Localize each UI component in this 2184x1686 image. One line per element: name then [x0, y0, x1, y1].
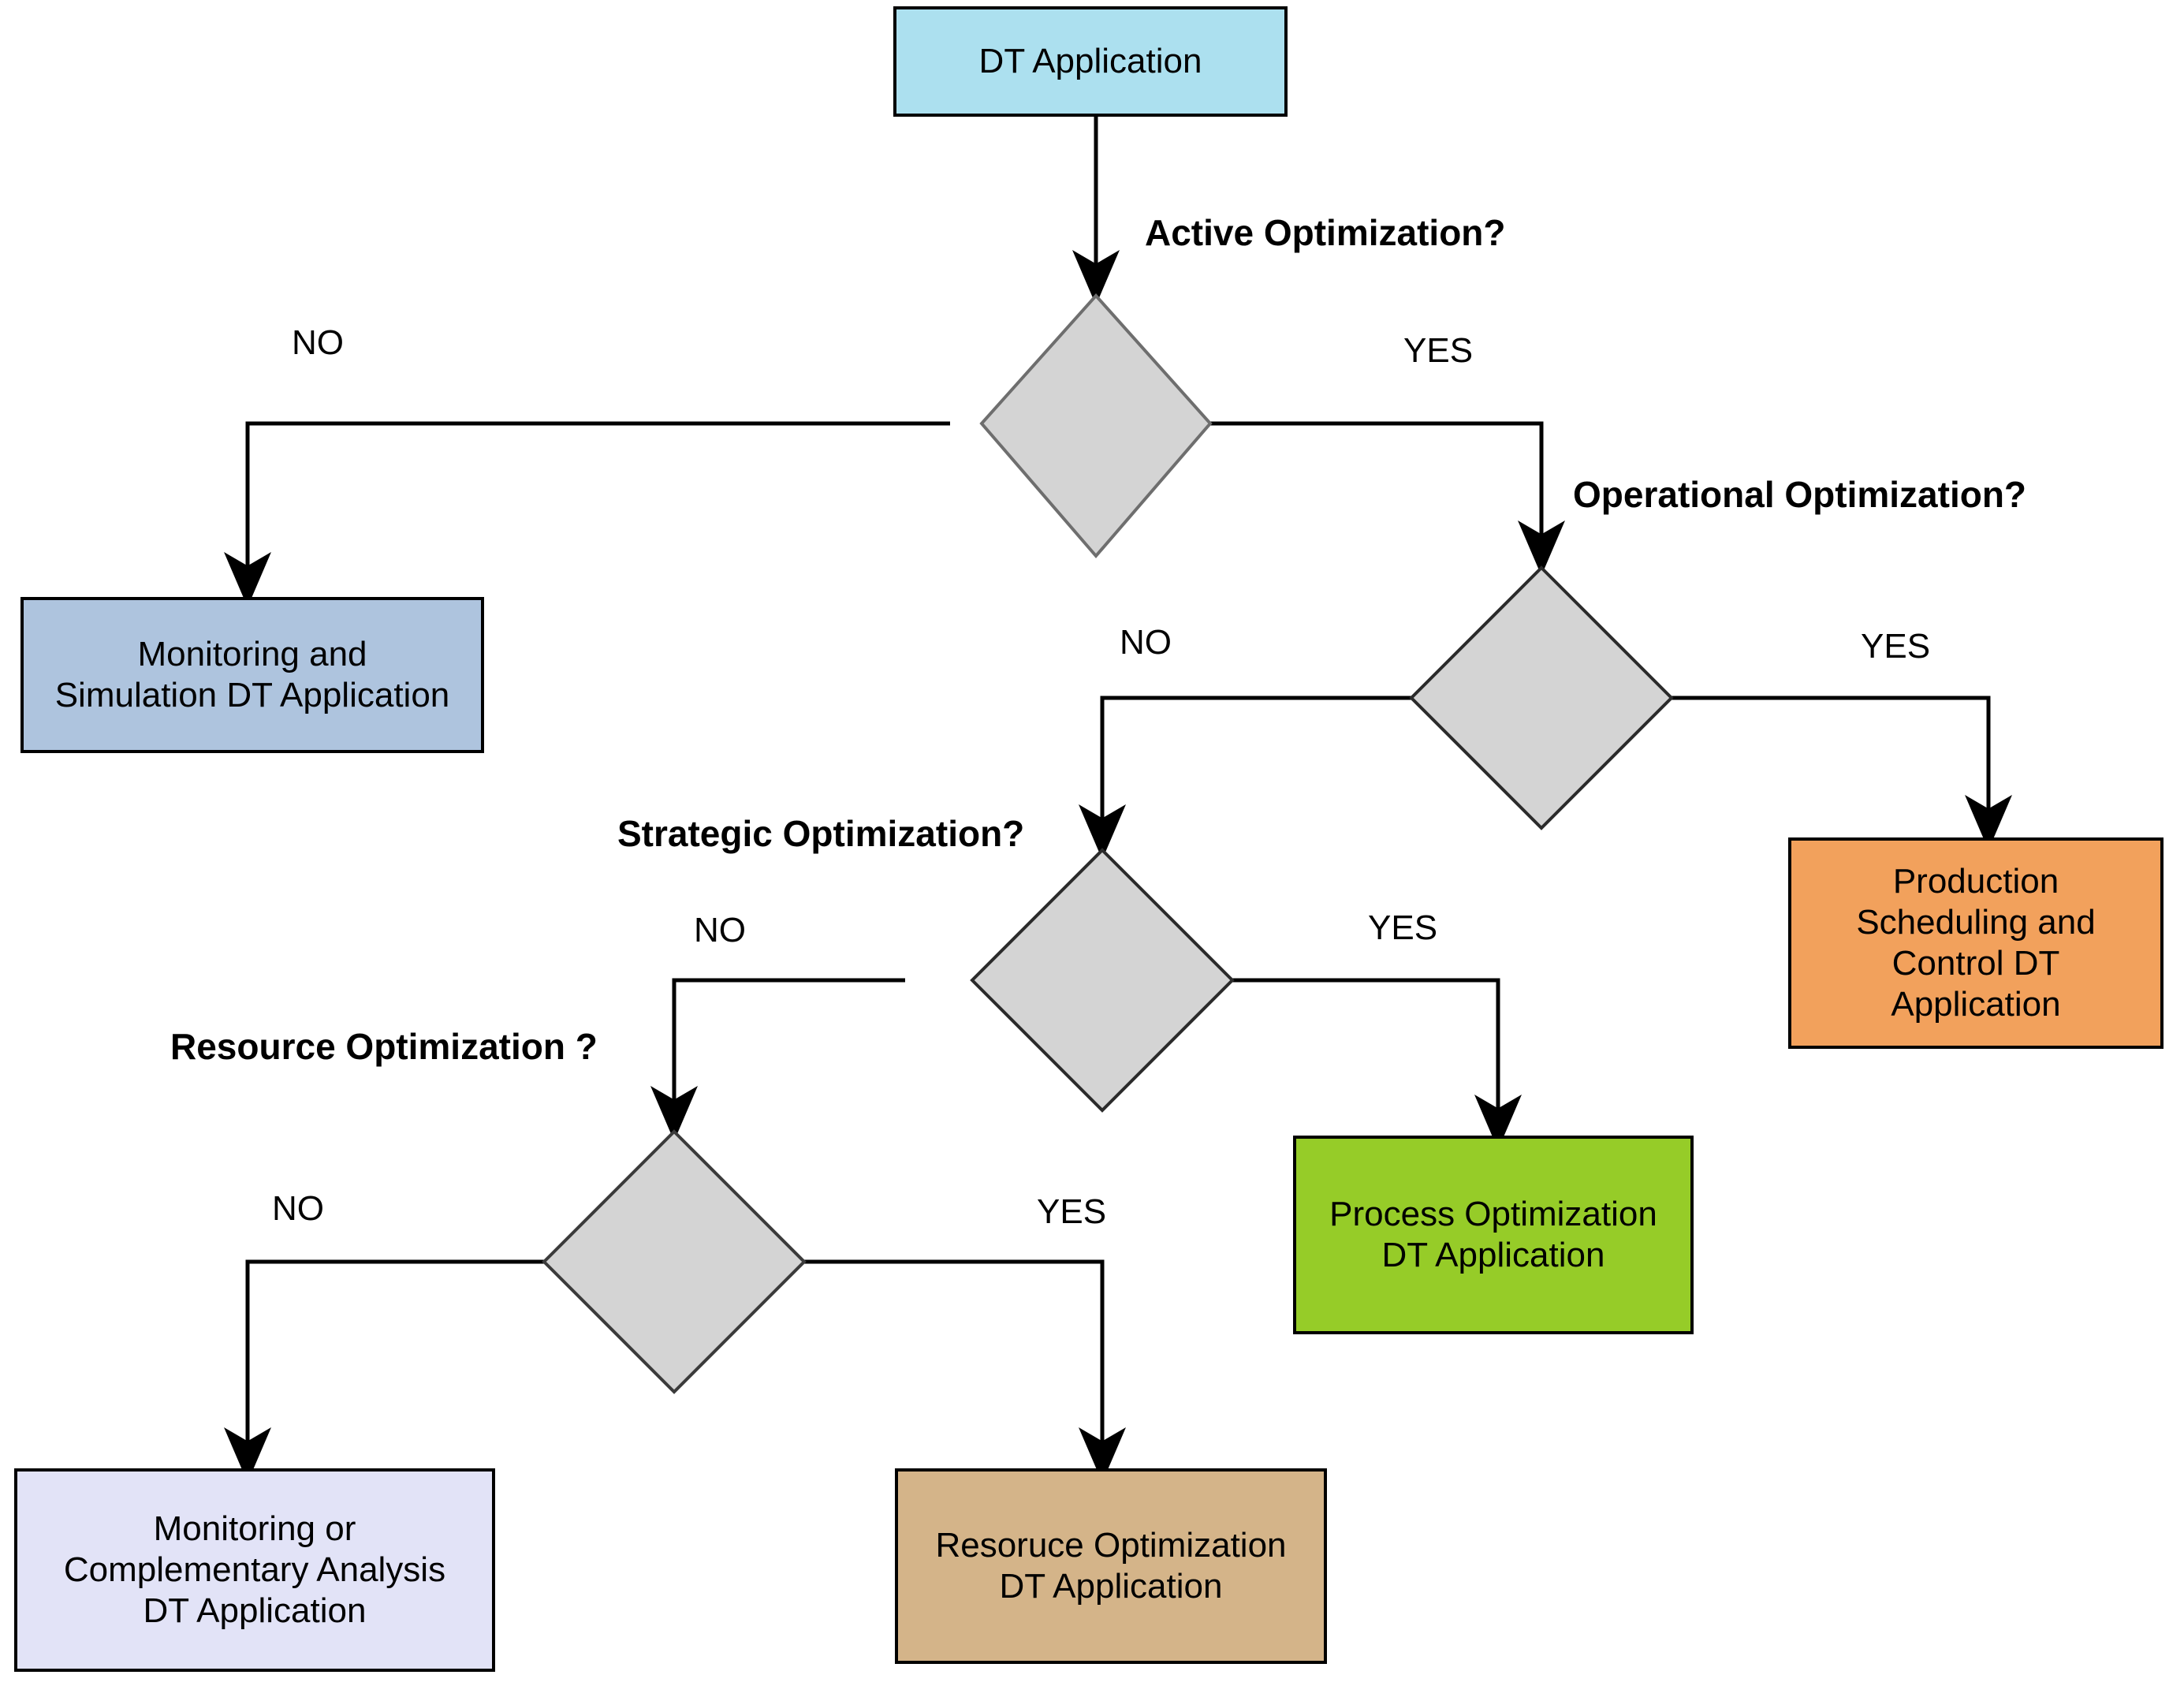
node-resource-optimization-label: Resoruce Optimization DT Application	[935, 1526, 1287, 1606]
node-process-optimization-label: Process Optimization DT Application	[1329, 1195, 1657, 1274]
node-production-scheduling-label: Production Scheduling and Control DT App…	[1856, 862, 2096, 1024]
question-active-optimization: Active Optimization?	[1145, 212, 1506, 253]
decision-strategic-optimization[interactable]	[970, 848, 1235, 1113]
node-process-optimization[interactable]: Process Optimization DT Application	[1293, 1136, 1694, 1334]
question-resource-optimization: Resource Optimization ?	[170, 1026, 598, 1067]
node-monitoring-and-simulation[interactable]: Monitoring and Simulation DT Application	[20, 597, 484, 753]
node-monitoring-or-complementary-label: Monitoring or Complementary Analysis DT …	[63, 1509, 446, 1630]
edge-resource-no	[224, 1259, 544, 1483]
edge-label-resource-no: NO	[272, 1189, 324, 1228]
edge-label-operational-yes: YES	[1861, 627, 1931, 666]
decision-active-optimization[interactable]	[979, 293, 1213, 559]
node-production-scheduling-and-control[interactable]: Production Scheduling and Control DT App…	[1788, 837, 2164, 1049]
decision-operational-optimization[interactable]	[1409, 565, 1674, 830]
edge-label-operational-no: NO	[1120, 623, 1172, 662]
edge-strategic-no	[650, 978, 905, 1141]
edge-active-yes	[1210, 421, 1565, 576]
edge-strategic-yes	[1165, 978, 1522, 1150]
node-start-label: DT Application	[978, 42, 1202, 81]
edge-label-resource-yes: YES	[1037, 1192, 1107, 1231]
decision-resource-optimization[interactable]	[542, 1129, 807, 1394]
node-monitoring-and-simulation-label: Monitoring and Simulation DT Application	[54, 635, 450, 714]
node-start-dt-application[interactable]: DT Application	[893, 6, 1288, 117]
question-operational-optimization: Operational Optimization?	[1573, 474, 2027, 515]
edge-label-strategic-no: NO	[694, 911, 746, 949]
edge-operational-yes	[1672, 696, 2012, 850]
edge-label-active-yes: YES	[1403, 331, 1474, 370]
edge-label-strategic-yes: YES	[1368, 908, 1438, 947]
node-resource-optimization-result[interactable]: Resoruce Optimization DT Application	[895, 1468, 1327, 1664]
question-strategic-optimization: Strategic Optimization?	[617, 813, 1025, 854]
edge-resource-yes	[804, 1259, 1126, 1483]
edge-label-active-no: NO	[292, 323, 344, 362]
node-monitoring-or-complementary-analysis[interactable]: Monitoring or Complementary Analysis DT …	[14, 1468, 495, 1672]
edge-operational-no	[1079, 696, 1411, 860]
edge-active-no	[224, 421, 950, 607]
